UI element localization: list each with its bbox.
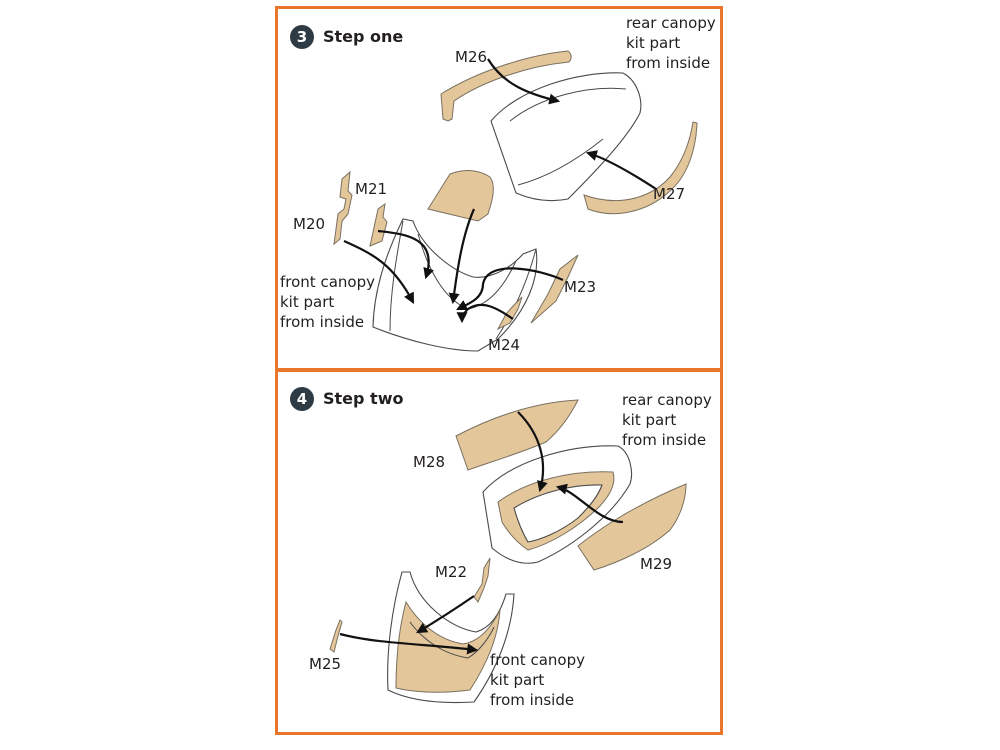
part-label-m26: M26 [455, 48, 488, 66]
part-m23 [530, 254, 579, 324]
front-canopy-label: front canopy kit part from inside [490, 650, 585, 710]
rear-canopy-label-line: from inside [626, 54, 711, 72]
part-m29 [577, 483, 687, 571]
part-label-m21: M21 [355, 180, 388, 198]
front-canopy-label-line: from inside [280, 313, 365, 331]
part-label-m20: M20 [293, 215, 326, 233]
part-label-m29: M29 [640, 555, 673, 573]
part-m20 [333, 170, 353, 246]
step-two-panel: 4 Step two rear canopy kit part from ins… [275, 369, 723, 735]
front-canopy-label: front canopy kit part from inside [280, 272, 375, 332]
rear-canopy-label-line: rear canopy [626, 14, 716, 32]
part-label-m23: M23 [564, 278, 597, 296]
front-canopy-label-line: kit part [490, 671, 545, 689]
part-m21 [369, 202, 388, 247]
step-number-badge: 3 [290, 25, 314, 49]
part-m25 [329, 619, 343, 653]
rear-canopy-label-line: kit part [622, 411, 677, 429]
rear-canopy-label-line: from inside [622, 431, 707, 449]
step-title: Step two [323, 389, 404, 408]
part-m26-strip [440, 50, 572, 122]
part-top-wedge [427, 170, 494, 222]
step-one-illustration [333, 50, 698, 352]
part-label-m28: M28 [413, 453, 446, 471]
front-canopy-label-line: front canopy [280, 273, 375, 291]
part-m27-strip [583, 121, 698, 215]
rear-canopy-label: rear canopy kit part from inside [622, 390, 712, 450]
front-canopy-label-line: from inside [490, 691, 575, 709]
part-label-m27: M27 [653, 185, 686, 203]
part-m28 [455, 399, 579, 471]
part-label-m22: M22 [435, 563, 468, 581]
front-canopy-label-line: front canopy [490, 651, 585, 669]
front-canopy-label-line: kit part [280, 293, 335, 311]
rear-canopy-label-line: rear canopy [622, 391, 712, 409]
step-number-badge: 4 [290, 387, 314, 411]
step-one-panel: 3 Step one rear canopy kit part from ins… [275, 6, 723, 371]
step-two-illustration [329, 399, 687, 704]
rear-canopy-kit-part [490, 72, 642, 202]
rear-canopy-label: rear canopy kit part from inside [626, 13, 716, 73]
part-label-m24: M24 [488, 336, 521, 354]
part-label-m25: M25 [309, 655, 342, 673]
step-title: Step one [323, 27, 404, 46]
rear-canopy-label-line: kit part [626, 34, 681, 52]
part-m22 [473, 557, 491, 603]
